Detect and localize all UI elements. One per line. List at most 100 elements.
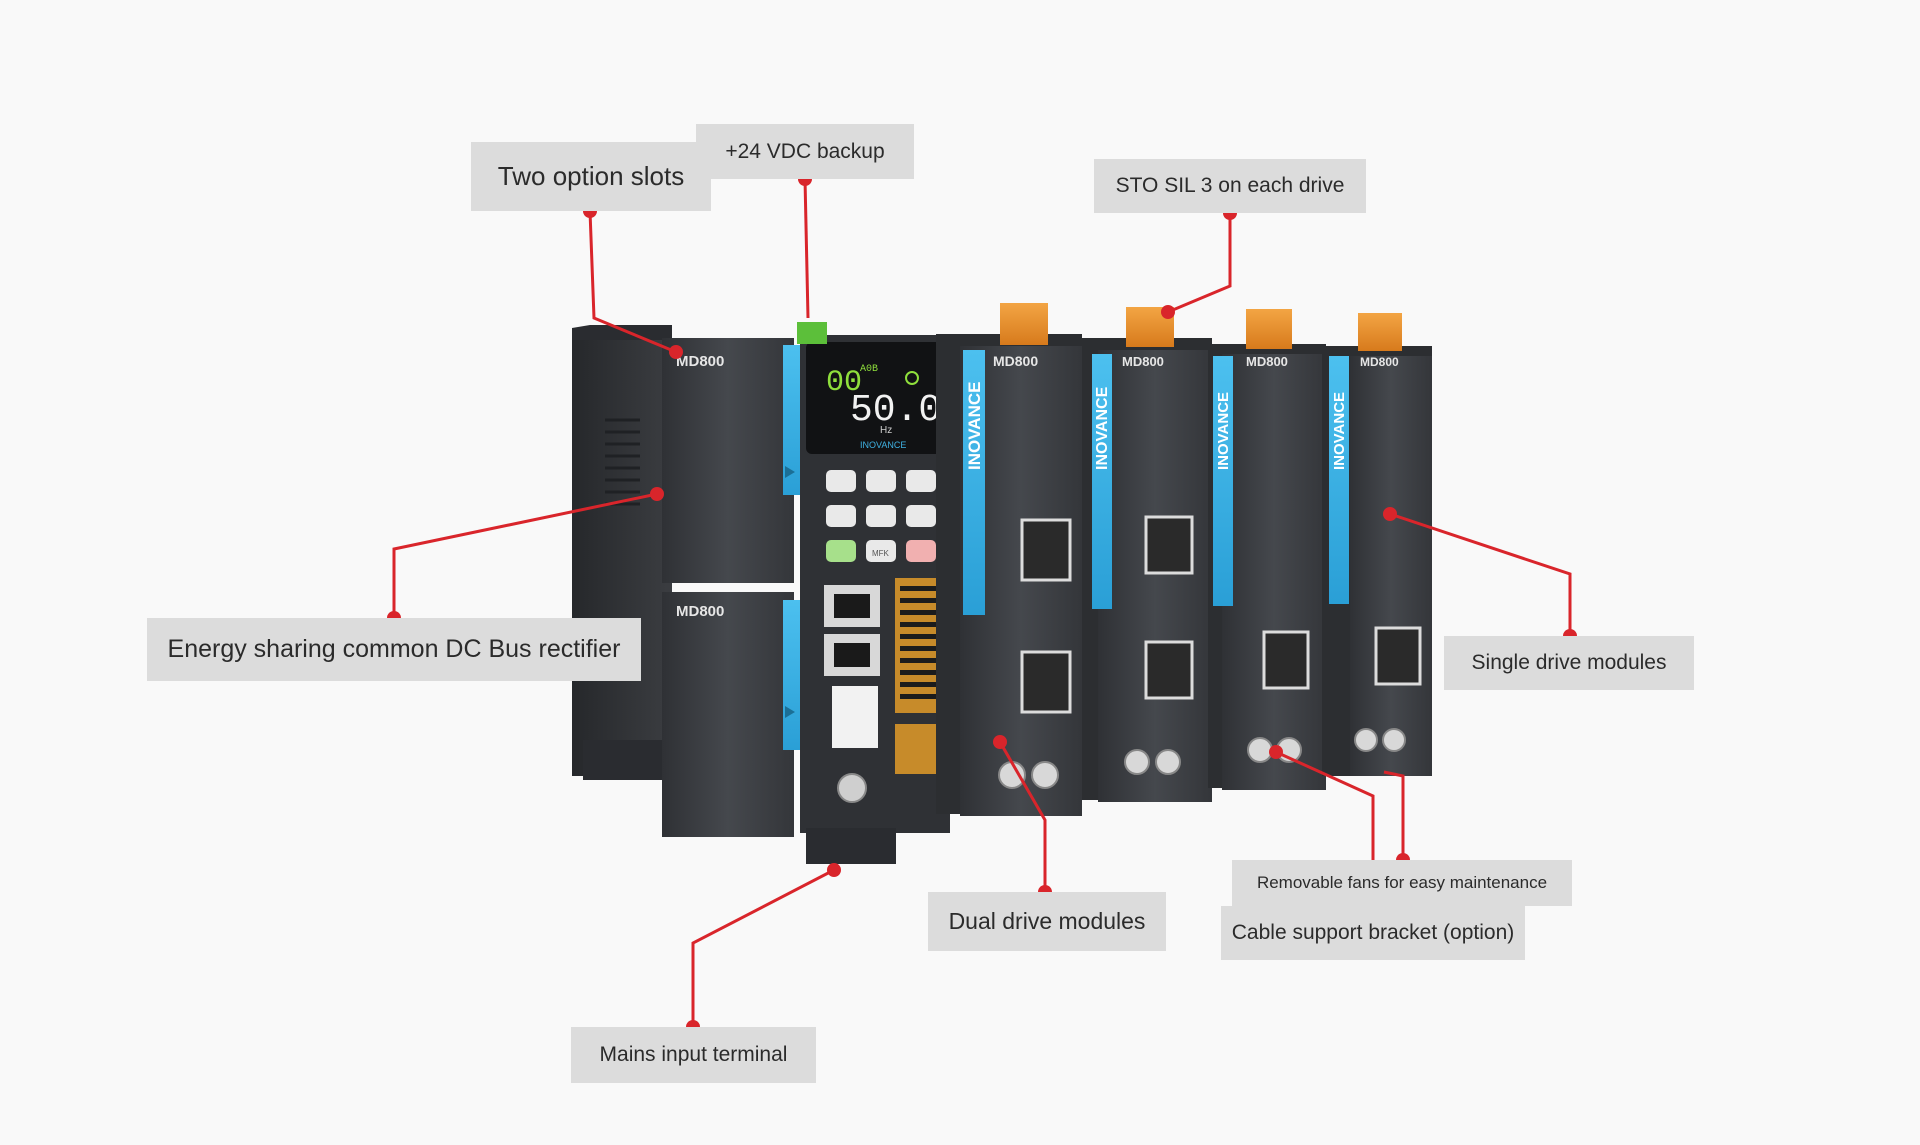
dual-drive-module-2: INOVANCE MD800 (1082, 307, 1212, 802)
single-drive-2-front (1350, 356, 1432, 776)
dual-drive-2-front (1098, 350, 1212, 802)
single-drive-2-model: MD800 (1360, 355, 1399, 369)
callout-24vdc-backup-text: +24 VDC backup (725, 139, 885, 163)
single-drive-2-screw-b-icon (1382, 728, 1406, 752)
single-drive-1-brand-stripe (1213, 356, 1233, 606)
dual-drive-1-brand: INOVANCE (965, 382, 984, 470)
led-display (806, 342, 944, 454)
leader-lines (392, 178, 1572, 1027)
dual-drive-1-power-terminal-2 (1020, 650, 1072, 714)
key-1[interactable] (826, 470, 856, 492)
callout-removable-fans-text: Removable fans for easy maintenance (1256, 873, 1548, 892)
slot-2-arrow-icon (785, 706, 795, 718)
dual-drive-1-sto-connector (1000, 303, 1048, 345)
callout-two-option-slots: Two option slots (471, 142, 711, 211)
key-mfk-label: MFK (872, 549, 890, 558)
leader-mains-input (691, 868, 835, 1027)
single-drive-1-front (1222, 354, 1326, 790)
sd-card-slot (832, 686, 878, 748)
leader-energy-sharing (392, 492, 658, 618)
single-drive-1-sto-connector (1246, 309, 1292, 349)
leader-dual-drive (998, 741, 1047, 892)
rectifier-bottom-foot (583, 740, 663, 780)
leader-removable-fans (1383, 770, 1405, 860)
dot-cable-bracket-end (1269, 745, 1283, 759)
dual-drive-1-power-terminal-1 (1020, 518, 1072, 582)
callout-24vdc-backup: +24 VDC backup (696, 124, 914, 179)
keypad-buttons: MFK (826, 470, 936, 562)
model-label-slot-1: MD800 (676, 353, 724, 370)
dual-drive-1-model: MD800 (993, 353, 1038, 369)
callout-dual-drive: Dual drive modules (928, 892, 1166, 951)
ground-screw-icon (837, 773, 867, 803)
callout-sto-text: STO SIL 3 on each drive (1115, 174, 1345, 197)
single-drive-1-model: MD800 (1246, 354, 1288, 369)
key-stop[interactable] (906, 540, 936, 562)
callout-energy-sharing: Energy sharing common DC Bus rectifier (147, 618, 641, 681)
display-unit: Hz (880, 425, 892, 436)
keypad-brand: INOVANCE (860, 440, 906, 450)
callout-single-drive: Single drive modules (1444, 636, 1694, 690)
callout-mains-input-text: Mains input terminal (599, 1043, 788, 1066)
key-run[interactable] (826, 540, 856, 562)
single-drive-1-power-terminal (1262, 630, 1310, 690)
callout-removable-fans: Removable fans for easy maintenance (1232, 860, 1572, 906)
leader-sto (1167, 213, 1232, 314)
dual-drive-module-1: INOVANCE MD800 (936, 303, 1082, 816)
dot-sto-end (1161, 305, 1175, 319)
single-drive-2-power-terminal (1374, 626, 1422, 686)
callout-single-drive-text: Single drive modules (1471, 651, 1667, 674)
callout-mains-input: Mains input terminal (571, 1027, 816, 1083)
run-indicator-icon (905, 371, 919, 385)
key-3[interactable] (906, 470, 936, 492)
rectifier-unit: MD800 MD800 (572, 325, 801, 837)
dual-drive-1-screw-a-icon (998, 761, 1026, 789)
dual-drive-1-brand-stripe (963, 350, 985, 615)
display-small-readout: 00 (826, 366, 862, 400)
mains-input-terminal-box (806, 828, 896, 864)
dual-drive-2-screw-b-icon (1155, 749, 1181, 775)
dual-drive-2-power-terminal-2 (1144, 640, 1194, 700)
brand-stripe-slot-1 (783, 345, 801, 495)
option-slot-1 (662, 338, 794, 583)
display-tag: A0B (860, 364, 878, 375)
single-drive-module-2: INOVANCE MD800 (1322, 313, 1432, 776)
single-drive-2-brand-stripe (1329, 356, 1349, 604)
callout-cable-bracket-text: Cable support bracket (option) (1231, 921, 1515, 944)
brand-stripe-slot-2 (783, 600, 801, 750)
dot-mains-input-end (827, 863, 841, 877)
dual-drive-2-screw-a-icon (1124, 749, 1150, 775)
dot-two-option-slots-end (669, 345, 683, 359)
single-drive-1-brand: INOVANCE (1215, 392, 1232, 470)
model-label-slot-2: MD800 (676, 603, 724, 620)
callout-sto: STO SIL 3 on each drive (1094, 159, 1366, 213)
single-drive-2-brand: INOVANCE (1331, 392, 1348, 470)
rectifier-vent-slots (605, 418, 640, 506)
dot-single-drive-end (1383, 507, 1397, 521)
control-panel: 00 A0B 50.00 Hz INOVANCE MFK (797, 322, 964, 864)
key-6[interactable] (906, 505, 936, 527)
callout-two-option-slots-text: Two option slots (497, 161, 685, 191)
dual-drive-1-screw-b-icon (1031, 761, 1059, 789)
dc-backup-connector (797, 322, 827, 344)
leader-two-option-slots (588, 210, 677, 354)
single-drive-2-sto-connector (1358, 313, 1402, 351)
dual-drive-2-brand-stripe (1092, 354, 1112, 609)
leader-24vdc (803, 178, 810, 319)
ethernet-port-2-jack (834, 643, 870, 667)
io-terminal-pins (900, 586, 940, 699)
single-drive-module-1: INOVANCE MD800 (1208, 309, 1326, 790)
key-up[interactable] (866, 505, 896, 527)
dot-dual-drive-end (993, 735, 1007, 749)
slot-1-arrow-icon (785, 466, 795, 478)
key-mfk[interactable] (866, 540, 896, 562)
key-4[interactable] (826, 505, 856, 527)
callout-dual-drive-text: Dual drive modules (948, 908, 1146, 934)
option-slot-2 (662, 592, 794, 837)
single-drive-1-screw-a-icon (1247, 737, 1273, 763)
dot-energy-sharing-end (650, 487, 664, 501)
rectifier-side-panel (572, 328, 672, 776)
key-2[interactable] (866, 470, 896, 492)
dual-drive-2-brand: INOVANCE (1094, 386, 1111, 470)
